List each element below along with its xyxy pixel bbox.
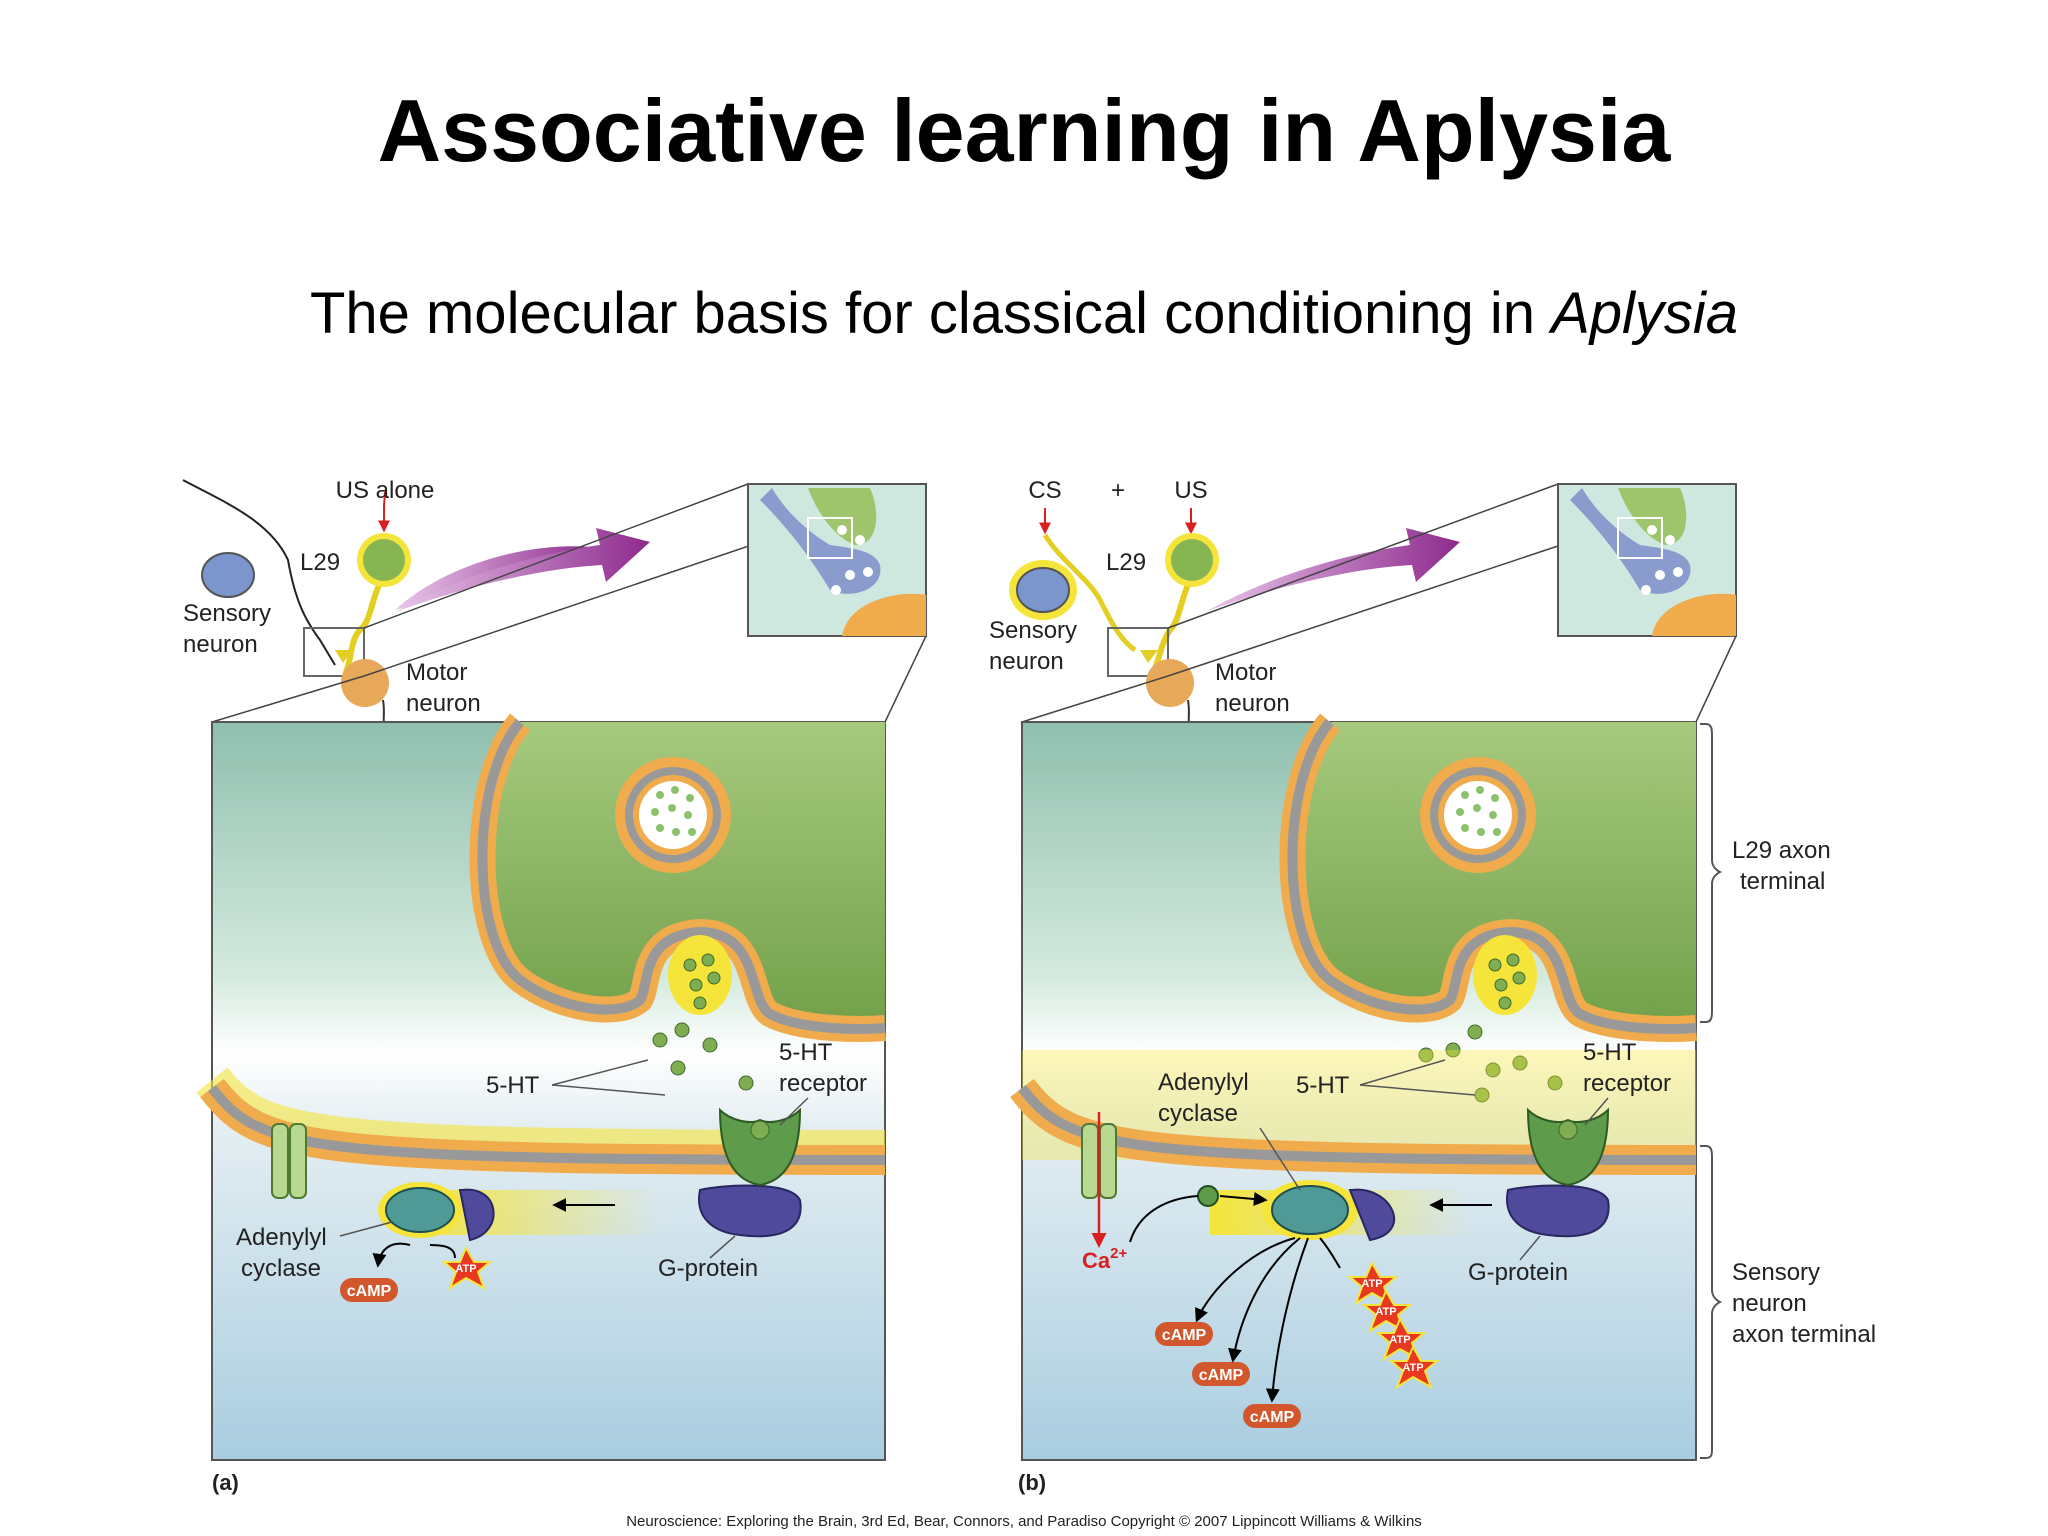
camp-text-b1: cAMP	[1162, 1327, 1207, 1344]
atp-text-a: ATP	[455, 1263, 476, 1275]
us-label: US	[1174, 477, 1207, 504]
sensory-terminal-label-3: axon terminal	[1732, 1321, 1876, 1348]
panel-b-label: (b)	[1018, 1470, 1046, 1495]
camp-badge-a	[340, 1278, 398, 1302]
g-protein-b	[1506, 1184, 1610, 1238]
adenylyl-cyclase-a	[385, 1187, 455, 1233]
ion-channel-b	[1081, 1123, 1099, 1199]
subtitle-italic: Aplysia	[1551, 281, 1739, 346]
l29-label-a: L29	[300, 549, 340, 576]
adenylyl-label-a2: cyclase	[241, 1255, 321, 1282]
atp-star-b4	[1388, 1344, 1440, 1390]
motor-neuron-body	[341, 659, 389, 707]
sensory-terminal-label-2: neuron	[1732, 1290, 1807, 1317]
5ht-receptor-label-a1: 5-HT	[779, 1039, 833, 1066]
motor-neuron-label-a1: Motor	[406, 659, 467, 686]
panel-a-label: (a)	[212, 1470, 239, 1495]
l29-terminal-label-1: L29 axon	[1732, 837, 1831, 864]
atp-text-b4: ATP	[1402, 1362, 1423, 1374]
camp-badge-b3	[1243, 1404, 1301, 1428]
copyright-credit: Neuroscience: Exploring the Brain, 3rd E…	[626, 1513, 1422, 1530]
slide-title: Associative learning in Aplysia	[377, 81, 1671, 180]
adenylyl-cyclase-b	[1271, 1185, 1349, 1235]
zoom-box	[303, 627, 365, 677]
circuit-schematic-a	[182, 479, 927, 723]
5ht-receptor-b	[1526, 1107, 1610, 1187]
sensory-neuron-label-a2: neuron	[183, 631, 258, 658]
slide-subtitle: The molecular basis for classical condit…	[0, 280, 2048, 347]
l29-bracket	[1700, 723, 1723, 1023]
5ht-label-b: 5-HT	[1296, 1072, 1350, 1099]
purple-arrow	[395, 528, 650, 612]
5ht-receptor-a	[718, 1107, 802, 1187]
camp-badge-b1	[1155, 1322, 1213, 1346]
purple-arrow-b	[1205, 528, 1460, 612]
plus-label: +	[1111, 477, 1125, 504]
cs-label: CS	[1028, 477, 1061, 504]
atp-text-b1: ATP	[1361, 1278, 1382, 1290]
sensory-neuron-label-b1: Sensory	[989, 617, 1077, 644]
ion-channel-a	[271, 1123, 289, 1199]
us-alone-label: US alone	[336, 477, 435, 504]
sensory-bracket	[1700, 1145, 1723, 1459]
5ht-receptor-label-b1: 5-HT	[1583, 1039, 1637, 1066]
5ht-label-a: 5-HT	[486, 1072, 540, 1099]
camp-badge-b2	[1192, 1362, 1250, 1386]
l29-axon-terminal-a	[482, 722, 885, 1029]
adenylyl-label-a1: Adenylyl	[236, 1224, 327, 1251]
panel-a: US alone L29 Sensory neuron Motor neuron…	[182, 477, 927, 1495]
adenylyl-label-b1: Adenylyl	[1158, 1069, 1249, 1096]
calcium-label: Ca2+	[1082, 1245, 1127, 1273]
atp-text-b2: ATP	[1375, 1306, 1396, 1318]
l29-terminal-label-2: terminal	[1740, 868, 1825, 895]
g-protein-a	[698, 1184, 802, 1238]
motor-neuron-label-a2: neuron	[406, 690, 481, 717]
sensory-neuron-label-a1: Sensory	[183, 600, 271, 627]
5ht-receptor-label-b2: receptor	[1583, 1070, 1671, 1097]
sensory-terminal-label-1: Sensory	[1732, 1259, 1820, 1286]
g-protein-label-a: G-protein	[658, 1255, 758, 1282]
atp-star-a	[441, 1245, 493, 1291]
camp-text-b2: cAMP	[1199, 1367, 1244, 1384]
side-brackets: L29 axon terminal Sensory neuron axon te…	[1700, 723, 1876, 1459]
adenylyl-label-b2: cyclase	[1158, 1100, 1238, 1127]
sensory-neuron-body	[201, 552, 255, 598]
camp-text-b3: cAMP	[1250, 1409, 1295, 1426]
subtitle-text: The molecular basis for classical condit…	[309, 281, 1552, 346]
g-protein-label-b: G-protein	[1468, 1259, 1568, 1286]
plus-modulator	[1197, 1185, 1219, 1207]
panel-b: CS + US L29 Sensory neuron Motor neuron …	[989, 477, 1737, 1495]
l29-axon-terminal-b	[1292, 722, 1696, 1029]
camp-text-a: cAMP	[347, 1283, 392, 1300]
atp-text-b3: ATP	[1389, 1334, 1410, 1346]
motor-neuron-label-b2: neuron	[1215, 690, 1290, 717]
sensory-neuron-label-b2: neuron	[989, 648, 1064, 675]
l29-label-b: L29	[1106, 549, 1146, 576]
5ht-receptor-label-a2: receptor	[779, 1070, 867, 1097]
circuit-schematic-b	[1009, 483, 1737, 723]
motor-neuron-label-b1: Motor	[1215, 659, 1276, 686]
